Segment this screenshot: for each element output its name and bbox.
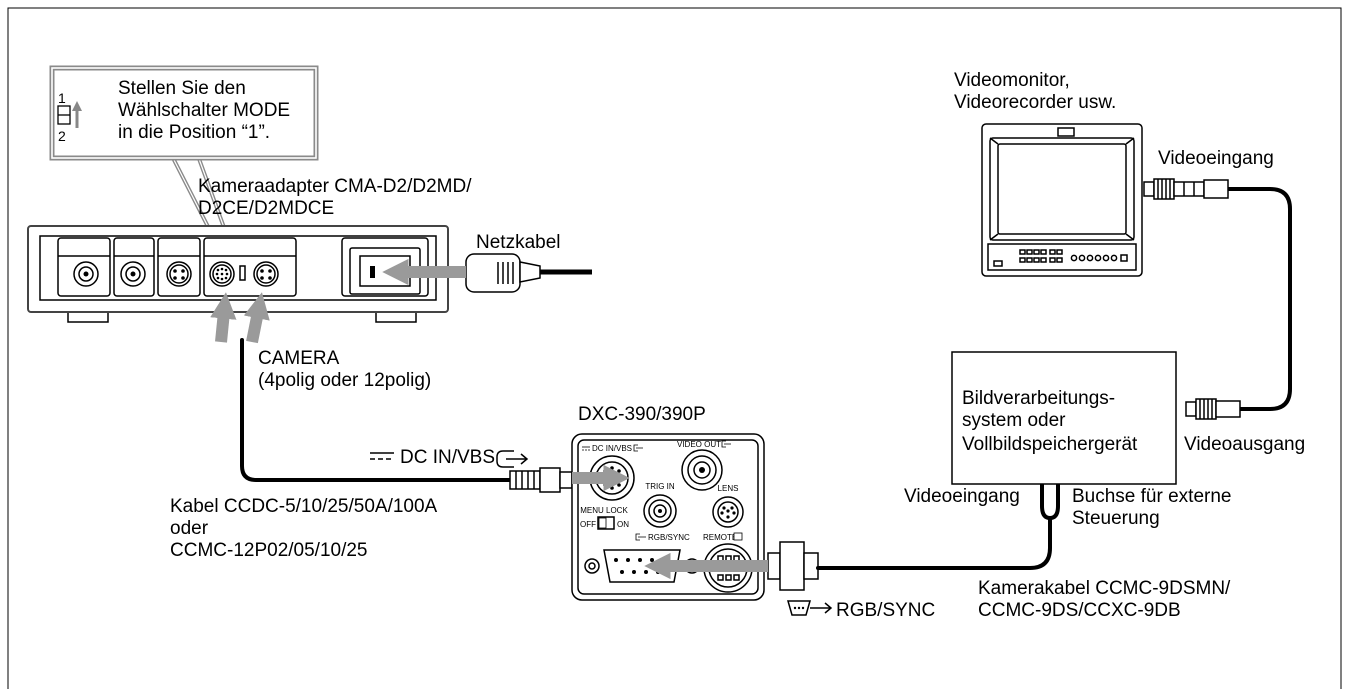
monitor-label-line-1: Videomonitor, [954, 70, 1070, 91]
callout-text-line-3: in die Position “1”. [118, 122, 270, 143]
adapter-4pin-connector [166, 261, 192, 287]
adapter-label-line-1: Kameraadapter CMA-D2/D2MD/ [198, 176, 472, 197]
monitor-label-line-2: Videorecorder usw. [954, 92, 1116, 113]
panel-label-menu-lock: MENU LOCK [580, 506, 628, 515]
adapter-camera-12pin-connector [209, 261, 235, 287]
adapter-bnc-connector-1 [73, 261, 99, 287]
insertion-arrows [210, 258, 768, 580]
dc-in-vbs-label: DC IN/VBS [400, 447, 495, 468]
rgb-sync-callout: RGB/SYNC [787, 600, 935, 621]
mode-switch-icon: 1 2 [57, 90, 82, 144]
power-cable-label: Netzkabel [476, 232, 561, 253]
processor-video-output-label: Videoausgang [1184, 434, 1305, 455]
processor-label-line-2: system oder [962, 410, 1066, 431]
page-frame [7, 7, 1342, 689]
camera-cable-dsub-plug [767, 541, 819, 591]
processor-control-label-line-2: Steuerung [1072, 508, 1160, 529]
camera-cable-label-line-1: Kamerakabel CCMC-9DSMN/ [978, 578, 1231, 599]
remote-icon [733, 532, 743, 541]
panel-label-dc-in: DC IN/VBS [592, 444, 632, 453]
arrow-camera-connector-right [243, 292, 270, 344]
dc-symbol-icon [370, 452, 394, 460]
camera-adapter [27, 225, 449, 323]
video-out-bnc-connector [681, 449, 723, 491]
panel-label-trig-in: TRIG IN [645, 482, 675, 491]
lens-connector [712, 496, 744, 528]
monitor-control-panel [987, 243, 1137, 271]
dc-cable-label-line-1: Kabel CCDC-5/10/25/50A/100A [170, 496, 438, 517]
panel-label-video-out: VIDEO OUT [677, 440, 721, 449]
panel-rgb-sync-icon [635, 533, 646, 541]
dsub-connector-arrow-icon [787, 600, 833, 616]
dc-cable-plug [509, 467, 573, 493]
image-processor-box: Bildverarbeitungs- system oder Vollbilds… [951, 351, 1177, 485]
processor-bnc-plug [1185, 398, 1241, 420]
monitor-bnc-plug [1143, 178, 1229, 200]
camera-cable-label-line-2: CCMC-9DS/CCXC-9DB [978, 600, 1181, 621]
dc-in-vbs-callout: DC IN/VBS [370, 447, 529, 468]
adapter-mode-switch [239, 265, 246, 281]
mode-switch-callout: 1 2 Stellen Sie den Wählschalter MODE in… [49, 65, 319, 267]
camera-cable [816, 516, 1052, 570]
panel-label-on: ON [617, 520, 629, 529]
camera-port-label-line-2: (4polig oder 12polig) [258, 370, 431, 391]
processor-control-label-line-1: Buchse für externe [1072, 486, 1231, 507]
power-plug [465, 253, 592, 293]
processor-video-input-label: Videoeingang [904, 486, 1020, 507]
monitor-video-input-label: Videoeingang [1158, 148, 1274, 169]
panel-label-off: OFF [580, 520, 596, 529]
monitor-screen-bezel [989, 137, 1135, 241]
arrow-camera-connector-left [210, 292, 237, 343]
rgb-sync-label: RGB/SYNC [836, 600, 935, 621]
video-monitor [981, 123, 1143, 277]
dc-cable [240, 338, 514, 482]
camera-cable-split [1040, 482, 1060, 520]
connector-arrow-icon [496, 450, 529, 468]
panel-label-lens: LENS [718, 484, 739, 493]
dc-cable-label-line-3: CCMC-12P02/05/10/25 [170, 540, 368, 561]
switch-position-1: 1 [58, 90, 66, 106]
menu-lock-switch [597, 516, 615, 530]
processor-label-line-1: Bildverarbeitungs- [962, 388, 1115, 409]
callout-text-line-2: Wählschalter MODE [118, 100, 290, 121]
adapter-camera-4pin-connector [253, 261, 279, 287]
dc-cable-label-line-2: oder [170, 518, 209, 539]
adapter-bnc-connector-2 [120, 261, 146, 287]
processor-label-line-3: Vollbildspeichergerät [962, 434, 1138, 455]
switch-position-2: 2 [58, 128, 66, 144]
camera-model-label: DXC-390/390P [578, 404, 706, 425]
video-cable [1226, 187, 1292, 411]
trig-in-bnc-connector [643, 494, 677, 528]
camera-port-label-line-1: CAMERA [258, 348, 340, 369]
panel-label-rgb-sync: RGB/SYNC [648, 533, 690, 542]
callout-text-line-1: Stellen Sie den [118, 78, 246, 99]
adapter-label-line-2: D2CE/D2MDCE [198, 198, 334, 219]
panel-label-remote: REMOTE [703, 533, 737, 542]
camera-rear-panel: DC IN/VBS VIDEO OUT TRIG IN [571, 433, 765, 601]
monitor-screen [997, 143, 1127, 235]
